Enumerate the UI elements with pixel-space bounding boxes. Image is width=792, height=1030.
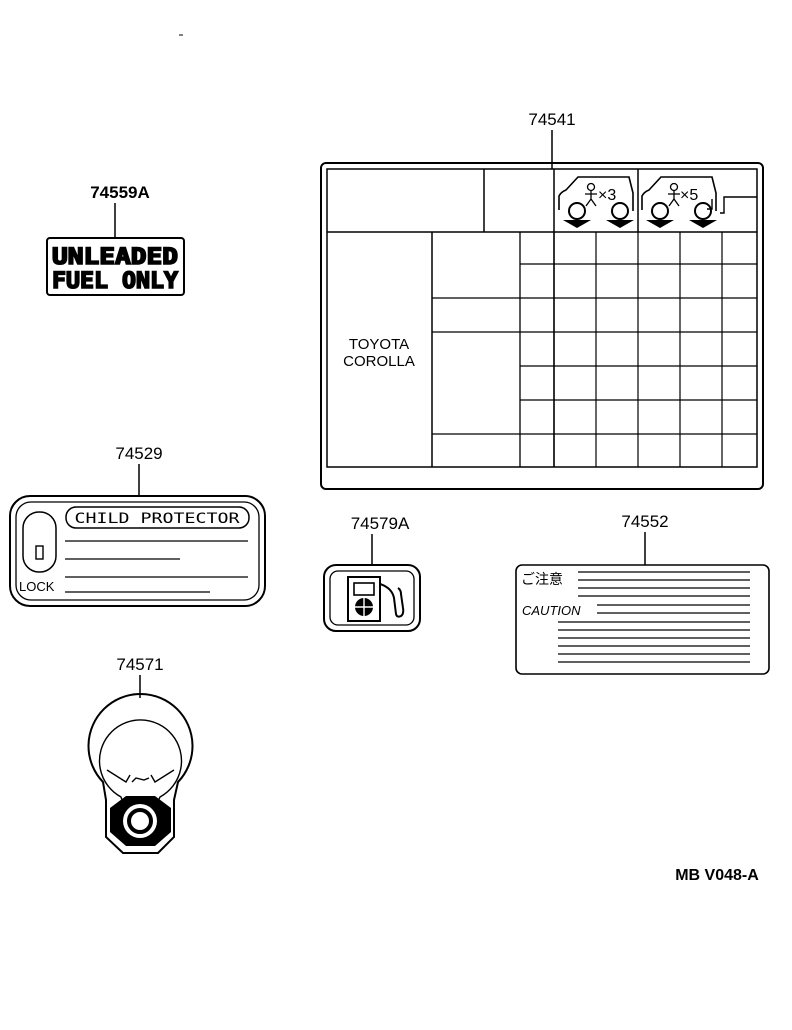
car-5-occupants-icon: ×5 xyxy=(641,176,757,228)
part-74559a: 74559A UNLEADED FUEL ONLY xyxy=(46,183,185,296)
unleaded-label-border xyxy=(46,237,185,296)
caution-text: CAUTION xyxy=(522,603,581,618)
drawing-code: MB V048-A xyxy=(675,867,759,884)
model-text-corolla: COROLLA xyxy=(343,353,415,370)
child-protector-title: CHILD PROTECTOR xyxy=(75,511,241,527)
lock-slot-icon xyxy=(22,511,57,573)
tire-label-inner-border xyxy=(326,168,758,468)
fuel-only-text: FUEL ONLY xyxy=(52,269,179,294)
caution-label-border xyxy=(515,564,770,675)
part-74571: 74571 xyxy=(87,655,194,854)
car-3-occupants-icon: ×3 xyxy=(558,176,634,228)
part-74579a: 74579A xyxy=(323,514,421,632)
caution-jp-text: ご注意 xyxy=(521,571,563,587)
lock-lever-icon xyxy=(35,545,44,560)
model-text-toyota: TOYOTA xyxy=(349,336,409,353)
unleaded-text: UNLEADED xyxy=(52,245,178,270)
occupants-3-text: ×3 xyxy=(598,187,616,204)
fuel-label-outer-border xyxy=(323,564,421,632)
part-number-74571: 74571 xyxy=(116,655,163,674)
part-number-74541: 74541 xyxy=(528,110,575,129)
lock-text: LOCK xyxy=(19,579,55,594)
child-protector-title-box xyxy=(65,506,250,529)
part-number-74529: 74529 xyxy=(115,444,162,463)
ring-label-shape xyxy=(87,693,194,854)
part-number-74552: 74552 xyxy=(621,512,668,531)
tire-label-outer-border xyxy=(320,162,764,490)
part-number-74579a: 74579A xyxy=(351,514,410,533)
fuel-pump-icon xyxy=(347,576,405,622)
part-74552: 74552 ご注意 CAUTION xyxy=(515,512,770,675)
tire-label-grid xyxy=(327,169,757,467)
occupants-5-text: ×5 xyxy=(680,187,698,204)
part-number-74559a: 74559A xyxy=(90,183,150,202)
child-protector-outer-border xyxy=(9,495,266,607)
fuel-label-inner-border xyxy=(329,570,415,626)
child-protector-inner-border xyxy=(15,501,260,601)
part-74541: 74541 ×3 ×5 TOYOTA xyxy=(320,110,764,490)
part-74529: 74529 CHILD PROTECTOR LOCK xyxy=(9,444,266,607)
